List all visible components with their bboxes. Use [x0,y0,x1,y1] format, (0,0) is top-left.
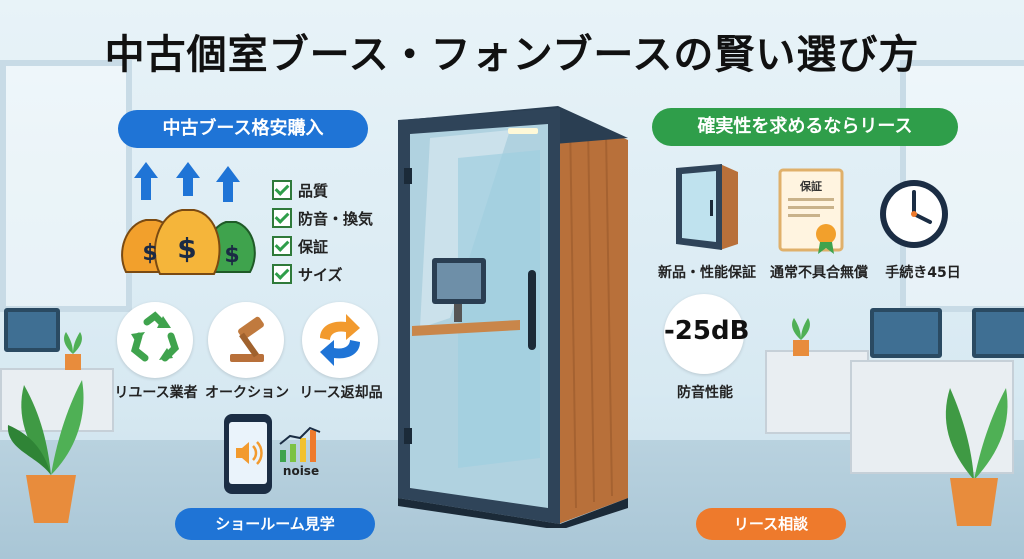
used-booth-header: 中古ブース格安購入 [118,110,368,148]
page-title: 中古個室ブース・フォンブースの賢い選び方 [104,32,920,78]
recycle-icon [130,311,180,362]
desk-left [0,368,114,432]
source-label-lease-return: リース返却品 [299,385,383,401]
monitor-right-1 [870,308,942,358]
check-item: サイズ [272,260,373,288]
check-item: 保証 [272,232,373,260]
certificate-label: 保証 [799,179,822,193]
check-label: 保証 [298,237,329,256]
plant-small-right [792,318,810,356]
checkbox-icon [272,180,292,200]
feature-label-new-guarantee: 新品・性能保証 [658,265,756,281]
db-circle [664,294,744,374]
noise-label: noise [282,464,320,478]
gavel-icon [230,316,264,362]
db-value: -25dB [664,316,750,346]
checkbox-icon [272,264,292,284]
lease-consult-button[interactable]: リース相談 [696,508,846,540]
office-window-left [0,60,132,312]
svg-text:$: $ [142,241,157,266]
plant-small-left [64,332,82,370]
clock-icon [880,180,948,248]
svg-text:$: $ [177,232,196,265]
check-list: 品質 防音・換気 保証 サイズ [272,176,373,288]
check-label: 防音・換気 [298,209,374,228]
noise-bars-icon [279,426,321,462]
plant-right [945,388,1008,526]
svg-text:$: $ [224,243,239,268]
check-item: 防音・換気 [272,204,373,232]
plant-left [7,380,84,523]
recycle-icon-circle [117,302,193,378]
lease-return-icon-circle [302,302,378,378]
source-label-auction: オークション [205,385,289,401]
db-label: 防音性能 [677,385,733,401]
certificate-icon: 保証 [778,168,844,254]
exchange-arrows-icon [320,314,360,366]
smartphone-icon [224,414,272,494]
check-item: 品質 [272,176,373,204]
monitor-right-2 [972,308,1024,358]
showroom-visit-button[interactable]: ショールーム見学 [175,508,375,540]
source-label-reuse: リユース業者 [114,385,198,401]
feature-label-free-repair: 通常不具合無償 [770,265,868,281]
phone-booth-illustration [398,106,628,528]
checkbox-icon [272,208,292,228]
checkbox-icon [272,236,292,256]
booth-mini-icon [676,164,738,250]
check-label: 品質 [298,181,329,200]
auction-icon-circle [208,302,284,378]
money-bags-icon: $ $ $ [121,162,256,275]
monitor-left [4,308,60,352]
check-label: サイズ [298,265,343,284]
feature-label-procedure-days: 手続き45日 [885,265,961,281]
lease-header: 確実性を求めるならリース [652,108,958,146]
